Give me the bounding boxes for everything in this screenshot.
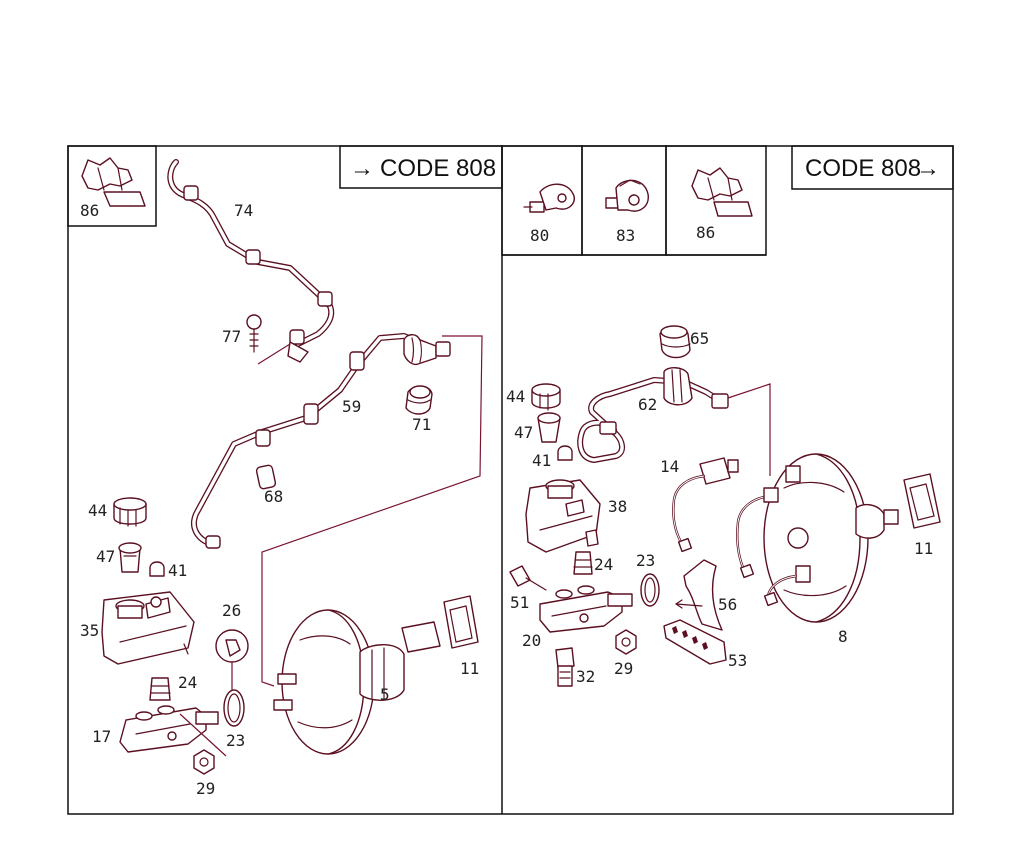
label-8: 8	[838, 627, 848, 646]
label-74: 74	[234, 201, 253, 220]
nut-29-right-drawing	[615, 629, 637, 655]
brake-booster-5-drawing	[273, 609, 441, 755]
label-86-left: 86	[80, 201, 99, 220]
label-11-left: 11	[460, 659, 479, 678]
clip-80-drawing	[523, 183, 575, 213]
label-44-right: 44	[506, 387, 525, 406]
strainer-47-right-drawing	[537, 412, 561, 443]
oring-23-left-drawing	[179, 689, 245, 757]
label-86-right: 86	[696, 223, 715, 242]
pipe-59-drawing	[191, 333, 451, 549]
reservoir-38-drawing	[525, 479, 601, 553]
label-20: 20	[522, 631, 541, 650]
label-38: 38	[608, 497, 627, 516]
grommet-65-drawing	[659, 325, 691, 359]
sensor-32-drawing	[555, 647, 575, 687]
label-23-right: 23	[636, 551, 655, 570]
seal-41-left-drawing	[149, 561, 165, 577]
label-26: 26	[222, 601, 241, 620]
label-44-left: 44	[88, 501, 107, 520]
master-cylinder-20-drawing	[539, 585, 633, 633]
label-59: 59	[342, 397, 361, 416]
label-41-left: 41	[168, 561, 187, 580]
tool-26-drawing	[215, 629, 249, 690]
clip-86-right-drawing	[691, 167, 753, 217]
strainer-47-left-drawing	[118, 542, 142, 573]
master-cylinder-17-drawing	[119, 705, 219, 753]
grommet-71-drawing	[405, 385, 433, 415]
label-24-right: 24	[594, 555, 613, 574]
label-83: 83	[616, 226, 635, 245]
bracket-56-drawing	[675, 559, 723, 631]
right-code-label: CODE 808	[805, 155, 921, 182]
cap-44-right-drawing	[531, 383, 561, 411]
label-56: 56	[718, 595, 737, 614]
label-23-left: 23	[226, 731, 245, 750]
label-14: 14	[660, 457, 679, 476]
screw-77-drawing	[246, 314, 291, 365]
left-inset-box-86	[67, 145, 157, 227]
gasket-11-left-drawing	[443, 595, 479, 649]
left-group-leader	[261, 335, 483, 687]
right-code-arrow: →	[916, 155, 940, 182]
label-62: 62	[638, 395, 657, 414]
seal-24-right-drawing	[573, 551, 593, 575]
clip-83-drawing	[605, 179, 649, 212]
label-77: 77	[222, 327, 241, 346]
label-17: 17	[92, 727, 111, 746]
clip-86-left-drawing	[81, 157, 146, 207]
label-47-right: 47	[514, 423, 533, 442]
label-24-left: 24	[178, 673, 197, 692]
label-5: 5	[380, 685, 390, 704]
oring-23-right-drawing	[640, 573, 660, 607]
sensor-14-drawing	[672, 457, 739, 553]
pipe-62-drawing	[577, 367, 729, 463]
label-11-right: 11	[914, 539, 933, 558]
label-51: 51	[510, 593, 529, 612]
label-32: 32	[576, 667, 595, 686]
left-code-label: CODE 808	[380, 155, 496, 182]
sleeve-68-drawing	[255, 464, 277, 490]
label-29-right: 29	[614, 659, 633, 678]
label-80: 80	[530, 226, 549, 245]
cap-44-left-drawing	[113, 497, 147, 527]
label-41-right: 41	[532, 451, 551, 470]
brake-booster-8-drawing	[736, 453, 899, 623]
right-group-leader	[727, 383, 771, 476]
seal-24-left-drawing	[149, 677, 171, 701]
pipe-74-drawing	[167, 159, 335, 363]
label-47-left: 47	[96, 547, 115, 566]
label-29-left: 29	[196, 779, 215, 798]
label-53: 53	[728, 651, 747, 670]
nut-29-left-drawing	[193, 749, 215, 775]
sensor-51-drawing	[509, 565, 547, 591]
gasket-11-right-drawing	[903, 473, 941, 529]
reservoir-35-drawing	[101, 591, 195, 665]
right-inset-box-86	[665, 145, 767, 256]
plate-53-drawing	[663, 619, 727, 665]
label-35: 35	[80, 621, 99, 640]
right-code-box	[791, 145, 954, 190]
label-71: 71	[412, 415, 431, 434]
label-65: 65	[690, 329, 709, 348]
seal-41-right-drawing	[557, 445, 573, 461]
left-code-arrow: →	[350, 155, 374, 182]
label-68: 68	[264, 487, 283, 506]
